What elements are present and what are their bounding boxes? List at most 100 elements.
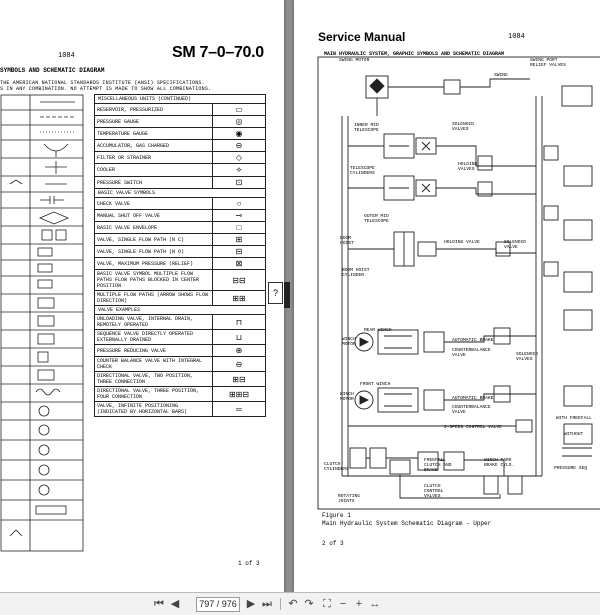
symbol-label: CHECK VALVE [94, 197, 213, 210]
label-swing-motor: SWING MOTOR [339, 58, 370, 63]
symbol-glyph: ◉ [212, 127, 266, 140]
symbol-label: UNLOADING VALVE, INTERNAL DRAIN, REMOTEL… [94, 314, 213, 330]
symbol-label: MANUAL SHUT OFF VALVE [94, 209, 213, 222]
symbol-glyph: ⊕ [212, 344, 266, 357]
prev-page-icon[interactable]: ◀ [170, 598, 180, 610]
symbol-row: PRESSURE SWITCH⊡ [94, 176, 266, 189]
zoom-out-icon[interactable]: − [339, 598, 347, 610]
symbol-label: PRESSURE SWITCH [94, 176, 213, 189]
symbol-glyph: ⊞ [212, 233, 266, 246]
symbol-row: FILTER OR STRAINER◇ [94, 151, 266, 164]
symbol-row: BASIC VALVE ENVELOPE□ [94, 221, 266, 234]
page-divider [284, 282, 290, 308]
label-holding-valves: HOLDING VALVES [458, 162, 478, 172]
symbol-row: TEMPERATURE GAUGE◉ [94, 127, 266, 140]
label-boom-hoist-cylinder: BOOM HOIST CYLINDER [342, 268, 370, 278]
hydraulic-schematic-diagram [317, 56, 600, 510]
symbol-label: ACCUMULATOR, GAS CHARGED [94, 139, 213, 152]
figure-label: Figure 1 [322, 512, 351, 519]
symbol-glyph: ⊸ [212, 209, 266, 222]
label-clutch-cylinders: CLUTCH CYLINDERS [324, 462, 349, 472]
label-automatic-brake-1: AUTOMATIC BRAKE [452, 338, 494, 343]
symbol-row: COOLER⟡ [94, 163, 266, 177]
symbol-glyph: ⊟⊟ [212, 269, 266, 291]
label-rotating-joints: ROTATING JOINTS [338, 494, 361, 504]
symbol-row: VALVE, SINGLE FLOW PATH (N C)⊞ [94, 233, 266, 246]
symbol-label: SEQUENCE VALVE DIRECTLY OPERATED EXTERNA… [94, 329, 213, 345]
next-view-icon[interactable]: ↷ [304, 598, 314, 610]
label-rear-winch: REAR WINCH [364, 328, 392, 333]
first-page-icon[interactable]: ⏮ [154, 598, 164, 610]
misc-header: MISCELLANEOUS UNITS (CONTINUED) [94, 94, 266, 104]
label-solenoid-valve: SOLENOID VALVE [504, 240, 527, 250]
section-title: SYMBOLS AND SCHEMATIC DIAGRAM [0, 67, 105, 74]
symbol-label: VALVE, SINGLE FLOW PATH (N C) [94, 233, 213, 246]
symbol-glyph: ○ [212, 197, 266, 210]
label-solenoid-valves: SOLENOID VALVES [452, 122, 475, 132]
symbol-row: VALVE, MAXIMUM PRESSURE (RELIEF)⊠ [94, 257, 266, 270]
label-counterbalance-1: COUNTERBALANCE VALVE [452, 348, 491, 358]
symbol-row: DIRECTIONAL VALVE, TWO POSITION, THREE C… [94, 371, 266, 387]
label-winch-motor-2: WINCH MOTOR [340, 392, 354, 402]
label-swing: SWING [494, 73, 508, 78]
symbol-row: MANUAL SHUT OFF VALVE⊸ [94, 209, 266, 222]
zoom-in-icon[interactable]: + [355, 598, 363, 610]
symbol-label: VALVE, SINGLE FLOW PATH (N O) [94, 245, 213, 258]
symbol-row: PRESSURE GAUGE◎ [94, 115, 266, 128]
symbol-glyph: ⊞⊞⊟ [212, 386, 266, 402]
label-inner-mid-telescope: INNER MID TELESCOPE [354, 123, 379, 133]
label-winch-park-brake: WINCH PARK BRAKE CYLS. [484, 458, 515, 468]
intro-text: THE AMERICAN NATIONAL STANDARDS INSTITUT… [0, 80, 280, 92]
label-boom-hoist: BOOM HOIST [340, 236, 354, 246]
symbol-glyph: □ [212, 221, 266, 234]
label-automatic-brake-2: AUTOMATIC BRAKE [452, 396, 494, 401]
symbol-label: DIRECTIONAL VALVE, THREE POSITION, FOUR … [94, 386, 213, 402]
prev-view-icon[interactable]: ↶ [288, 598, 298, 610]
symbol-section-header: BASIC VALVE SYMBOLS [94, 188, 266, 198]
symbol-row: BASIC VALVE SYMBOLS [94, 188, 266, 198]
symbol-row: VALVE EXAMPLES [94, 305, 266, 315]
symbol-glyph: ⊓ [212, 314, 266, 330]
figure-caption: Main Hydraulic System Schematic Diagram … [322, 520, 492, 527]
right-page-title: Service Manual [318, 30, 406, 44]
symbol-row: MULTIPLE FLOW PATHS (ARROW SHOWS FLOW DI… [94, 290, 266, 306]
symbol-label: VALVE, INFINITE POSITIONING (INDICATED B… [94, 401, 213, 417]
symbol-label: MULTIPLE FLOW PATHS (ARROW SHOWS FLOW DI… [94, 290, 213, 306]
symbol-row: UNLOADING VALVE, INTERNAL DRAIN, REMOTEL… [94, 314, 266, 330]
toolbar-separator [280, 598, 281, 610]
symbol-glyph: ◎ [212, 115, 266, 128]
symbol-glyph: ⊞⊟ [212, 371, 266, 387]
symbol-glyph: ⊟ [212, 245, 266, 258]
intro-line-1: THE AMERICAN NATIONAL STANDARDS INSTITUT… [0, 80, 205, 86]
symbol-glyph: ▭ [212, 103, 266, 116]
symbol-label: DIRECTIONAL VALVE, TWO POSITION, THREE C… [94, 371, 213, 387]
label-clutch-control: CLUTCH CONTROL VALVES [424, 484, 444, 499]
last-page-icon[interactable]: ⏭ [262, 598, 272, 610]
label-with-freefall: WITH FREEFALL [556, 416, 592, 421]
symbol-glyph: ⊞⊞ [212, 290, 266, 306]
fit-page-icon[interactable]: ⛶ [323, 598, 331, 610]
label-telescope-cylinders: TELESCOPE CYLINDERS [350, 166, 375, 176]
symbol-label: FILTER OR STRAINER [94, 151, 213, 164]
symbol-table: MISCELLANEOUS UNITS (CONTINUED)RESERVOIR… [94, 94, 266, 417]
label-without: WITHOUT [564, 432, 584, 437]
symbol-label: COOLER [94, 163, 213, 177]
page-number-input[interactable]: 797 / 976 [196, 597, 240, 612]
symbol-row: PRESSURE REDUCING VALVE⊕ [94, 344, 266, 357]
symbol-label: BASIC VALVE ENVELOPE [94, 221, 213, 234]
right-doc-number: 1084 [508, 33, 525, 41]
symbol-glyph: ⊠ [212, 257, 266, 270]
left-doc-number: 1084 [58, 52, 75, 60]
left-page: 1084 SM 7–0–70.0 SYMBOLS AND SCHEMATIC D… [0, 0, 284, 592]
label-counterbalance-2: COUNTERBALANCE VALVE [452, 405, 491, 415]
fit-width-icon[interactable]: ↔ [369, 598, 381, 610]
symbol-row: BASIC VALVE SYMBOL MULTIPLE FLOW PATHS F… [94, 269, 266, 291]
symbol-label: VALVE, MAXIMUM PRESSURE (RELIEF) [94, 257, 213, 270]
symbol-row: VALVE, INFINITE POSITIONING (INDICATED B… [94, 401, 266, 417]
symbol-label: PRESSURE REDUCING VALVE [94, 344, 213, 357]
label-2-speed-control: 2-SPEED CONTROL VALVE [444, 425, 502, 430]
symbol-row: SEQUENCE VALVE DIRECTLY OPERATED EXTERNA… [94, 329, 266, 345]
next-page-icon[interactable]: ▶ [246, 598, 256, 610]
label-holding-valve: HOLDING VALVE [444, 240, 480, 245]
page-bookmark-marker[interactable]: ? [268, 282, 283, 304]
